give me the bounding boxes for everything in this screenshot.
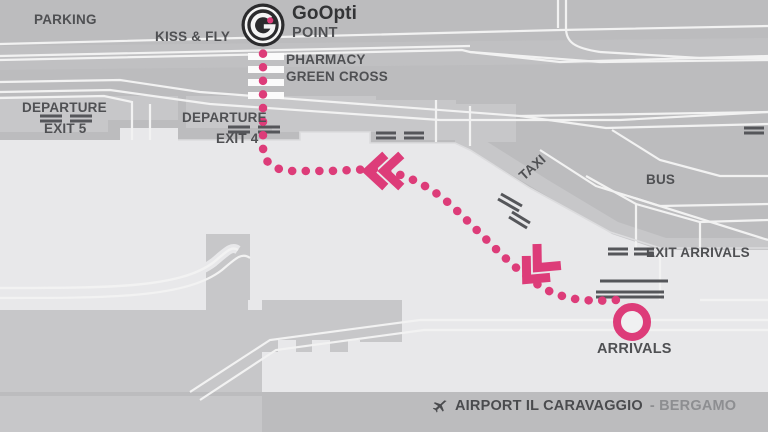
label-exit-arrivals: EXIT ARRIVALS <box>646 245 750 260</box>
crosswalk-marks <box>40 114 764 299</box>
label-pharmacy: PHARMACY <box>286 52 366 67</box>
label-exit-4: EXIT 4 <box>216 131 259 146</box>
label-kiss-and-fly: KISS & FLY <box>155 29 231 44</box>
goopti-ring-g-icon <box>241 3 285 47</box>
airport-branding: AIRPORT IL CARAVAGGIO - BERGAMO <box>432 398 736 414</box>
arrivals-ring-marker[interactable] <box>613 303 651 341</box>
label-parking: PARKING <box>34 12 97 27</box>
right-buildings <box>455 136 768 392</box>
label-green-cross: GREEN CROSS <box>286 69 388 84</box>
goopti-subtitle: POINT <box>292 25 338 41</box>
road-markings <box>0 0 768 401</box>
label-bus: BUS <box>646 172 676 187</box>
goopti-point-marker[interactable]: GoOpti POINT <box>240 2 460 48</box>
terminal-outline <box>178 131 768 249</box>
label-arrivals: ARRIVALS <box>597 341 672 357</box>
airplane-icon <box>432 400 447 413</box>
route-direction-arrows <box>361 151 562 285</box>
lower-buildings <box>0 234 768 432</box>
label-departure-4: DEPARTURE <box>182 110 267 125</box>
walking-route <box>258 35 621 305</box>
label-exit-5: EXIT 5 <box>44 121 87 136</box>
goopti-title: GoOpti <box>292 3 357 24</box>
label-departure-5: DEPARTURE <box>22 100 107 115</box>
airport-name: AIRPORT IL CARAVAGGIO <box>455 398 643 414</box>
airport-city: - BERGAMO <box>649 398 737 414</box>
